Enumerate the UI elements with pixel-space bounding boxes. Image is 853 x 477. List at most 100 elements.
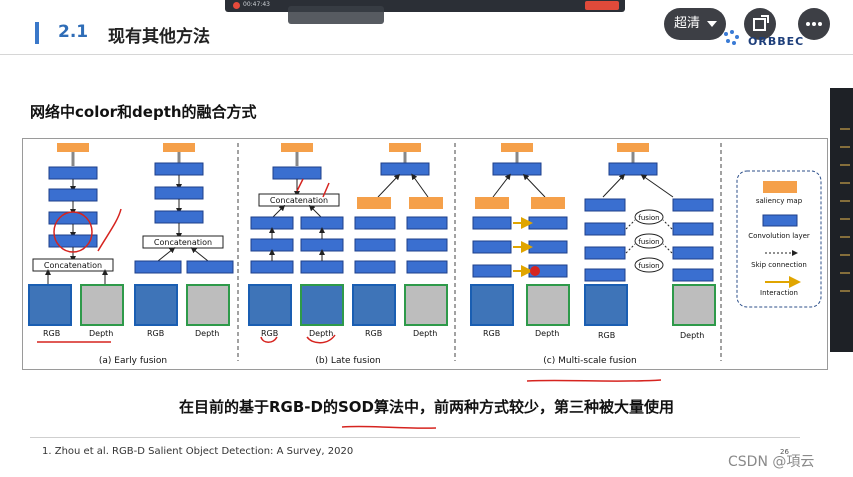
fusion-node — [634, 233, 664, 249]
conv-block — [380, 162, 430, 176]
concat-label: Concatenation — [44, 261, 102, 270]
conv-block — [300, 238, 344, 252]
legend-conv-label: Convolution layer — [748, 232, 810, 240]
annotation-stroke — [97, 208, 122, 252]
depth-image — [526, 284, 570, 326]
conv-block — [672, 198, 714, 212]
conv-block — [472, 216, 512, 230]
slide-subtitle: 网络中color和depth的融合方式 — [30, 103, 257, 121]
conv-block — [672, 268, 714, 282]
rgb-label: RGB — [147, 329, 164, 338]
saliency-block — [357, 197, 391, 209]
panel-label-a: (a) Early fusion — [99, 356, 167, 366]
conv-block — [300, 260, 344, 274]
footnote: 1. Zhou et al. RGB-D Salient Object Dete… — [42, 446, 354, 457]
fusion-label: fusion — [638, 262, 659, 270]
depth-label: Depth — [413, 329, 437, 338]
conv-block — [154, 210, 204, 224]
conv-block — [250, 216, 294, 230]
annotation-stroke — [260, 336, 278, 343]
rgb-image — [584, 284, 628, 326]
conv-block — [134, 260, 182, 274]
conv-block — [354, 260, 396, 274]
conv-block — [272, 166, 322, 180]
section-number: 2.1 — [58, 22, 89, 42]
rgb-image — [28, 284, 72, 326]
page-title: 现有其他方法 — [108, 27, 210, 47]
conv-block — [472, 264, 512, 278]
conv-block — [406, 260, 448, 274]
popout-button[interactable] — [744, 8, 776, 40]
side-panel[interactable] — [830, 88, 853, 352]
annotation-stroke — [296, 178, 304, 192]
conv-block — [584, 246, 626, 260]
annotation-dot — [530, 266, 540, 276]
conv-block — [528, 216, 568, 230]
legend-box — [736, 170, 822, 308]
rgb-image — [470, 284, 514, 326]
saliency-block — [617, 143, 649, 152]
saliency-block — [409, 197, 443, 209]
rgb-label: RGB — [365, 329, 382, 338]
rgb-image — [134, 284, 178, 326]
conv-block — [584, 198, 626, 212]
saliency-block — [501, 143, 533, 152]
record-icon[interactable] — [233, 2, 240, 9]
conv-block — [250, 238, 294, 252]
toolbar-tooltip — [288, 6, 384, 24]
title-accent-bar — [35, 22, 39, 44]
quality-label: 超清 — [674, 16, 701, 31]
legend-interaction-label: Interaction — [760, 289, 798, 297]
conv-block — [186, 260, 234, 274]
annotation-stroke — [322, 182, 330, 198]
fusion-label: fusion — [638, 238, 659, 246]
concat-label: Concatenation — [270, 196, 328, 205]
conv-block — [672, 246, 714, 260]
conv-block — [608, 162, 658, 176]
saliency-block — [163, 143, 195, 152]
rgb-label: RGB — [598, 331, 615, 340]
annotation-underline — [341, 425, 437, 429]
conv-block — [406, 238, 448, 252]
concat-box — [142, 235, 224, 249]
quality-selector[interactable]: 超清 — [664, 8, 726, 40]
saliency-block — [281, 143, 313, 152]
conv-block — [528, 240, 568, 254]
depth-image — [80, 284, 124, 326]
conv-block — [406, 216, 448, 230]
chevron-down-icon — [707, 21, 717, 27]
conv-block — [300, 216, 344, 230]
fusion-node — [634, 209, 664, 225]
rgb-label: RGB — [483, 329, 500, 338]
conv-block — [354, 216, 396, 230]
rgb-label: RGB — [43, 329, 60, 338]
saliency-block — [475, 197, 509, 209]
more-button[interactable] — [798, 8, 830, 40]
footer-divider — [30, 437, 800, 438]
annotation-circle — [53, 211, 93, 253]
rgb-image — [248, 284, 292, 326]
conv-block — [354, 238, 396, 252]
conclusion-text: 在目前的基于RGB-D的SOD算法中，前两种方式较少，第三种被大量使用 — [179, 398, 674, 416]
meeting-toolbar[interactable]: 00:47:43 — [225, 0, 625, 12]
concat-box — [258, 193, 340, 207]
watermark: CSDN @項云 — [728, 454, 815, 470]
more-icon — [806, 22, 822, 26]
saliency-block — [57, 143, 89, 152]
depth-label: Depth — [535, 329, 559, 338]
logo-text: ORBBEC — [748, 35, 805, 48]
depth-image — [186, 284, 230, 326]
concat-label: Concatenation — [154, 238, 212, 247]
conv-block — [472, 240, 512, 254]
annotation-stroke — [306, 334, 336, 344]
fusion-label: fusion — [638, 214, 659, 222]
popout-icon — [753, 15, 769, 31]
depth-label: Depth — [89, 329, 113, 338]
end-meeting-button[interactable] — [585, 1, 619, 10]
panel-label-c: (c) Multi-scale fusion — [543, 356, 636, 366]
fusion-diagram: Concatenation Concatenation RGB Depth RG… — [28, 143, 822, 366]
conv-block — [584, 222, 626, 236]
conv-block — [492, 162, 542, 176]
rgb-image — [352, 284, 396, 326]
title-divider — [0, 54, 853, 55]
